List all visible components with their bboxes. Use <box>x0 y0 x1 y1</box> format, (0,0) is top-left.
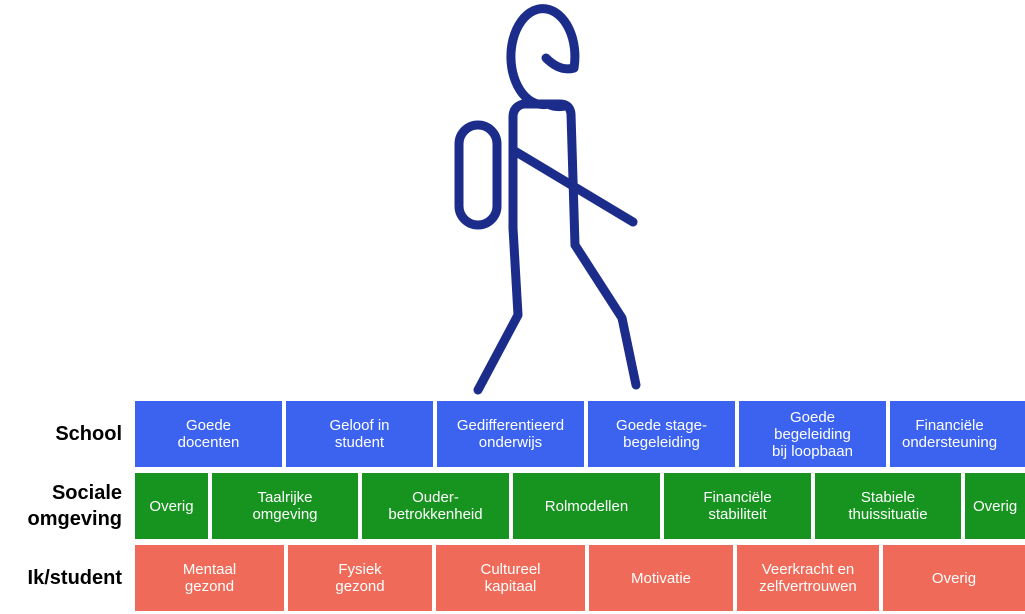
student-cell-6: Overig <box>883 545 1025 611</box>
student-cell-2: Fysiek gezond <box>288 545 432 611</box>
social-cell-6: Stabiele thuissituatie <box>815 473 961 539</box>
backpack-icon <box>454 120 502 230</box>
arm-stroke <box>508 145 638 227</box>
row-student: Mentaal gezond Fysiek gezond Cultureel k… <box>0 545 1025 611</box>
student-cell-1: Mentaal gezond <box>135 545 284 611</box>
social-cell-7: Overig <box>965 473 1025 539</box>
row-label-school: School <box>0 401 122 467</box>
head-mouth-stroke <box>541 53 579 74</box>
row-label-social-line1: Sociale <box>51 482 122 504</box>
body-stroke <box>508 99 580 250</box>
social-cell-1: Overig <box>135 473 208 539</box>
row-label-school-text: School <box>55 423 122 445</box>
row-label-student: Ik/student <box>0 545 122 611</box>
social-cell-5: Financiële stabiliteit <box>664 473 811 539</box>
school-cell-6: Financiële ondersteuning <box>890 401 1025 467</box>
school-cell-1: Goede docenten <box>135 401 282 467</box>
school-cell-2: Geloof in student <box>286 401 433 467</box>
row-school: Goede docenten Geloof in student Gediffe… <box>0 401 1025 467</box>
row-social: Overig Taalrijke omgeving Ouder- betrokk… <box>0 473 1025 539</box>
student-cell-4: Motivatie <box>589 545 733 611</box>
school-cell-4: Goede stage- begeleiding <box>588 401 735 467</box>
row-label-student-text: Ik/student <box>27 567 122 589</box>
social-cell-4: Rolmodellen <box>513 473 660 539</box>
front-leg-stroke <box>570 240 641 390</box>
school-cell-3: Gedifferentieerd onderwijs <box>437 401 584 467</box>
student-cell-3: Cultureel kapitaal <box>436 545 585 611</box>
walking-student-icon <box>454 4 641 395</box>
back-leg-stroke <box>473 223 523 395</box>
row-label-social-line2: omgeving <box>27 508 122 530</box>
social-cell-3: Ouder- betrokkenheid <box>362 473 509 539</box>
school-cell-5: Goede begeleiding bij loopbaan <box>739 401 886 467</box>
row-label-social: Sociale omgeving <box>0 473 122 539</box>
student-cell-5: Veerkracht en zelfvertrouwen <box>737 545 879 611</box>
social-cell-2: Taalrijke omgeving <box>212 473 358 539</box>
